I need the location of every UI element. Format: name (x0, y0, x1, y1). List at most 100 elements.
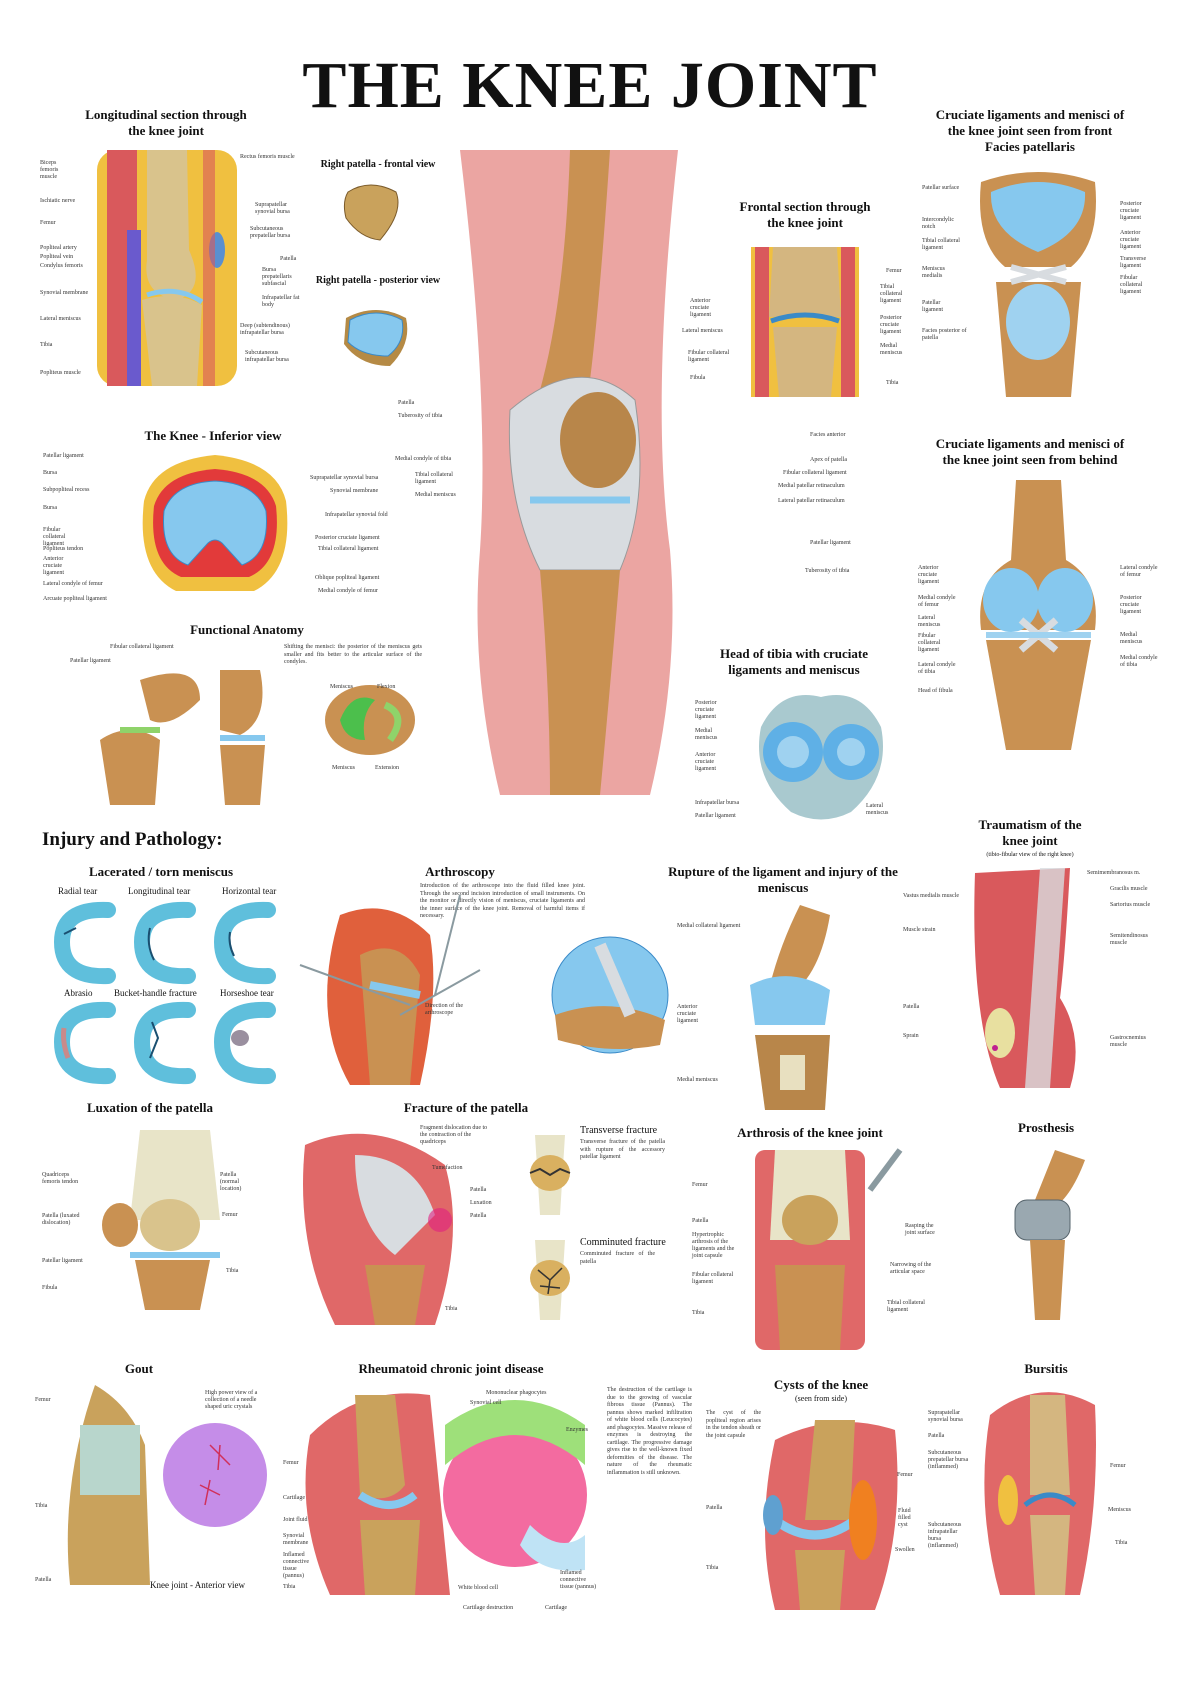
label: Tibia (40, 342, 53, 348)
label: Femur (283, 1460, 299, 1466)
label: Meniscus (330, 684, 353, 690)
label: Medial condyle of tibia (1120, 655, 1158, 668)
label: Infrapatellar fat body (262, 295, 300, 308)
label: Tuberosity of tibia (805, 568, 850, 574)
label: Patella (398, 400, 415, 406)
prosthesis-heading: Prosthesis (1017, 1120, 1075, 1135)
label: Tumefaction (432, 1165, 463, 1171)
label: Tibial collateral ligament (318, 546, 379, 552)
label: Sartorius muscle (1110, 902, 1151, 908)
label: Lateral condyle of femur (43, 581, 103, 587)
label: Fibular collateral ligament (110, 644, 174, 650)
injury-pathology-heading: Injury and Pathology: (42, 829, 223, 850)
patella-frontal-illustration (343, 184, 399, 241)
longitudinal-section-heading: Longitudinal section through the knee jo… (85, 107, 247, 138)
label: Patellar ligament (42, 1258, 83, 1264)
label: Sprain (903, 1033, 919, 1039)
label: Muscle strain (903, 927, 936, 933)
label: Medial meniscus (677, 1077, 718, 1083)
label: Tibia (226, 1268, 239, 1274)
torn-meniscus-heading: Lacerated / torn meniscus (88, 864, 234, 879)
fracture-heading: Fracture of the patella (403, 1100, 529, 1115)
label: Popliteal vein (40, 254, 74, 260)
label: Synovial membrane (283, 1533, 309, 1546)
label: Head of fibula (918, 688, 953, 694)
rheumatoid-heading: Rheumatoid chronic joint disease (358, 1361, 544, 1376)
label: Posterior cruciate ligament (880, 315, 902, 335)
label: Narrowing of the articular space (890, 1262, 932, 1275)
traumatism-subheading: (tibio-fibular view of the right knee) (986, 852, 1074, 858)
traumatism-heading: Traumatism of the knee joint (978, 817, 1082, 848)
label: Patella (280, 256, 297, 262)
label: Meniscus (1108, 1507, 1131, 1513)
label: Bursa (43, 470, 57, 476)
transverse-fracture-illustration (529, 1135, 571, 1215)
label: Patellar ligament (43, 453, 84, 459)
label: Condylus femoris (40, 263, 83, 269)
label: High power view of a collection of a nee… (205, 1390, 258, 1410)
label: Medial meniscus (695, 728, 718, 741)
label: Medial meniscus (415, 492, 456, 498)
label: Patella (470, 1213, 487, 1219)
label: Gracilis muscle (1110, 886, 1148, 892)
label: Extension (375, 765, 399, 771)
label: Apex of patella (810, 457, 847, 463)
rheumatoid-illustration (305, 1393, 587, 1595)
label: Rasping the joint surface (905, 1223, 935, 1236)
comminuted-fracture-illustration (530, 1240, 570, 1320)
label: Popliteus muscle (40, 370, 81, 376)
label: Tibial collateral ligament (880, 284, 903, 304)
cysts-heading: Cysts of the knee (773, 1377, 869, 1392)
tibia-head-illustration (759, 695, 883, 820)
label: Tibia (692, 1310, 705, 1316)
rupture-heading: Rupture of the ligament and injury of th… (668, 864, 898, 895)
cysts-subheading: (seen from side) (795, 1394, 847, 1403)
label: Lateral condyle of femur (1120, 565, 1158, 578)
label: Fibula (690, 375, 706, 381)
cruciate-behind-illustration (980, 480, 1096, 750)
label: Infrapatellar bursa (695, 800, 740, 806)
label: Swollen (895, 1547, 915, 1553)
label: Intercondylic notch (922, 217, 954, 230)
meniscus-tear-illustrations (53, 901, 276, 1085)
label: Tibia (706, 1565, 719, 1571)
label: Enzymes (566, 1427, 588, 1433)
label: Infrapatellar synovial fold (325, 512, 388, 518)
label: Tuberosity of tibia (398, 413, 443, 419)
transverse-fracture-title: Transverse fracture (580, 1125, 658, 1136)
label: Fibular collateral ligament (783, 470, 847, 476)
label: Patella (692, 1218, 709, 1224)
arthrosis-heading: Arthrosis of the knee joint (737, 1125, 883, 1140)
label: Femur (222, 1212, 238, 1218)
label: Suprapatellar synovial bursa (928, 1410, 963, 1423)
label: Femur (692, 1182, 708, 1188)
label: Inflamed connective tissue (pannus) (560, 1570, 597, 1590)
cruciate-front-heading: Cruciate ligaments and menisci of the kn… (935, 107, 1125, 154)
label: Rectus femoris muscle (240, 154, 295, 160)
luxation-heading: Luxation of the patella (86, 1100, 214, 1115)
rheumatoid-text: The destruction of the cartilage is due … (607, 1387, 692, 1476)
label: Femur (1110, 1463, 1126, 1469)
gout-heading: Gout (124, 1361, 154, 1376)
longitudinal-section-illustration (97, 150, 237, 386)
label: Tibia (886, 380, 899, 386)
label: Fibular collateral ligament (1120, 275, 1143, 295)
label: Medial meniscus (1120, 632, 1143, 645)
patella-frontal-heading: Right patella - frontal view (320, 159, 436, 170)
label: Flexion (377, 684, 396, 690)
luxation-illustration (102, 1130, 220, 1310)
label: Anterior cruciate ligament (695, 752, 716, 772)
bursitis-heading: Bursitis (1024, 1361, 1068, 1376)
patella-posterior-heading: Right patella - posterior view (315, 275, 441, 286)
label: Patellar ligament (810, 540, 851, 546)
label: Bursa prepatellaris subfascial (262, 267, 292, 287)
label: Luxation (470, 1200, 492, 1206)
label: Anterior cruciate ligament (1120, 230, 1141, 250)
label: Lateral meniscus (40, 316, 81, 322)
fracture-illustration (303, 1133, 453, 1325)
label: Subcutaneous prepatellar bursa (250, 226, 291, 239)
label: Subcutaneous infrapatellar bursa (245, 350, 289, 363)
label: Transverse ligament (1120, 256, 1147, 269)
functional-anatomy-text: Shifting the menisci: the posterior of t… (284, 644, 422, 665)
label: Suprapatellar synovial bursa (310, 475, 379, 481)
